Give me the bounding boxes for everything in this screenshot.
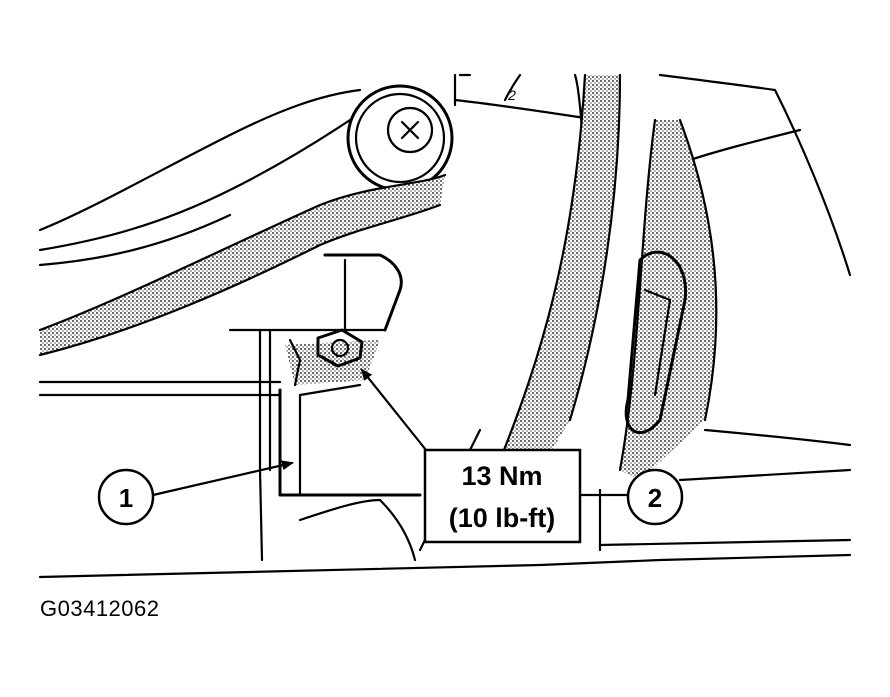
callout-2: 2 [626,468,684,526]
floor-panel [38,428,852,579]
callout-2-number: 2 [648,483,662,513]
switch-bracket [278,383,422,497]
adjacent-pedal [618,118,718,480]
torque-metric: 13 Nm [461,461,542,491]
callout-1: 1 [97,468,155,526]
torque-spec-box: 13 Nm (10 lb-ft) [423,448,582,544]
torque-imperial: (10 lb-ft) [449,503,555,533]
callout-1-number: 1 [119,483,133,513]
pedal-bracket-arm [38,118,447,357]
nut [316,328,364,368]
top-marker-label: 2 [507,87,516,103]
leader-lines [151,368,630,497]
figure-id: G03412062 [40,596,160,621]
mounting-block [38,253,403,472]
pivot-bolt [346,84,454,192]
